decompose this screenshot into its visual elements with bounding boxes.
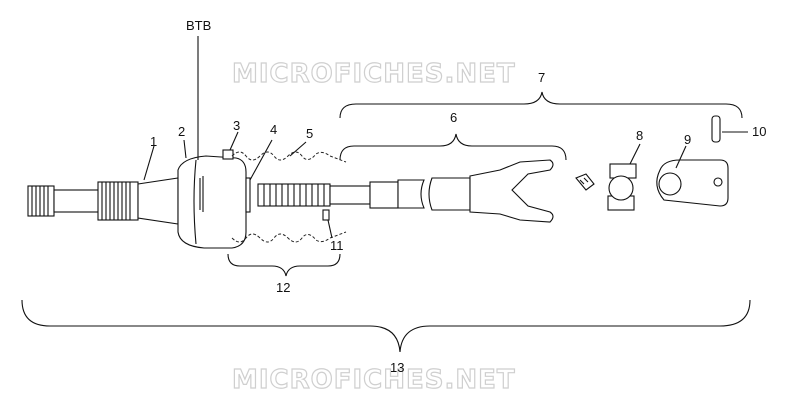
label-part-13: 13 (390, 360, 404, 375)
label-part-7: 7 (538, 70, 545, 85)
part-shaft-yoke (257, 159, 554, 223)
label-part-11: 11 (330, 238, 344, 253)
part-clamp-small (322, 209, 330, 221)
label-btb: BTB (186, 18, 211, 33)
label-part-1: 1 (150, 134, 157, 149)
part-cv-housing (177, 155, 247, 249)
label-part-3: 3 (233, 118, 240, 133)
part-snap-ring (245, 177, 251, 213)
label-part-9: 9 (684, 132, 691, 147)
part-cross-bearing (575, 163, 637, 211)
leader-lines (143, 36, 748, 239)
label-part-8: 8 (636, 128, 643, 143)
bracket-7 (339, 91, 743, 119)
bracket-12 (227, 253, 341, 277)
label-part-10: 10 (752, 124, 766, 139)
part-stub-axle (27, 177, 179, 225)
label-part-6: 6 (450, 110, 457, 125)
label-part-4: 4 (270, 122, 277, 137)
watermark-bottom: MICROFICHES.NET (232, 365, 516, 395)
part-clamp-top (222, 149, 234, 160)
bracket-6 (339, 133, 567, 161)
watermark-top: MICROFICHES.NET (232, 59, 516, 89)
part-pin (711, 115, 721, 143)
bracket-13 (21, 299, 751, 353)
label-part-12: 12 (276, 280, 290, 295)
label-part-5: 5 (306, 126, 313, 141)
label-part-2: 2 (178, 124, 185, 139)
part-yoke-plate (656, 159, 729, 207)
